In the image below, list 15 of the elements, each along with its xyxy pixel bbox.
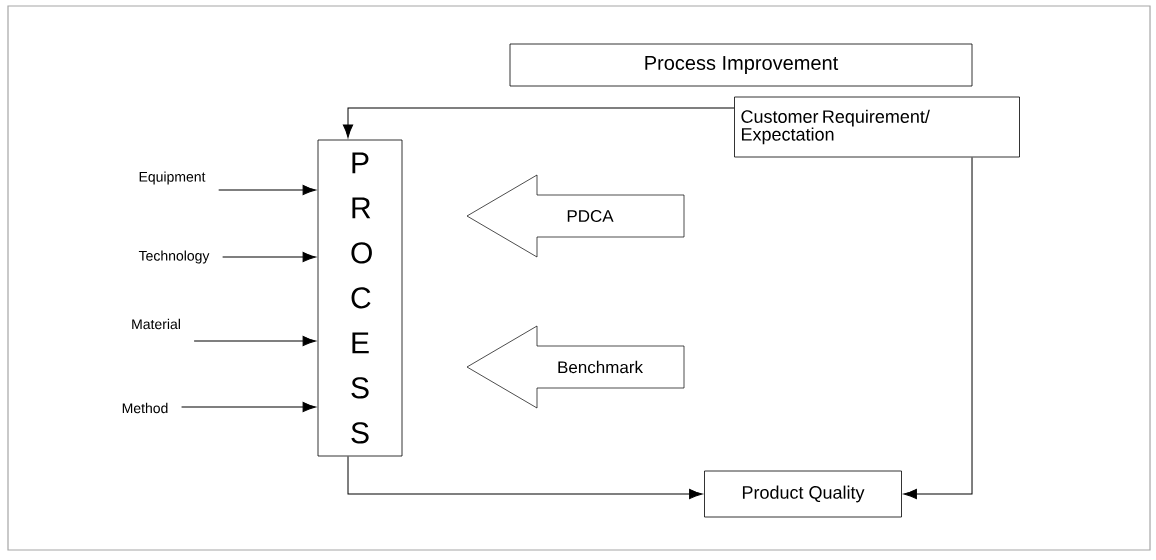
input-label: Material <box>132 318 180 330</box>
arrow <box>342 107 735 138</box>
process-box: P R O C E S S <box>317 139 403 457</box>
arrow <box>903 156 973 500</box>
requirement-box: Customer Requirement/ Expectation <box>734 96 1020 158</box>
arrow <box>218 184 316 196</box>
title-box: Process Improvement <box>509 43 973 87</box>
result-box: Product Quality <box>704 470 902 518</box>
input-label: Method <box>122 402 168 414</box>
arrow <box>222 251 316 263</box>
arrow <box>181 401 316 413</box>
arrow <box>347 455 703 500</box>
input-label: Equipment <box>139 171 206 185</box>
arrow <box>193 335 316 347</box>
input-label: Technology <box>138 250 210 264</box>
